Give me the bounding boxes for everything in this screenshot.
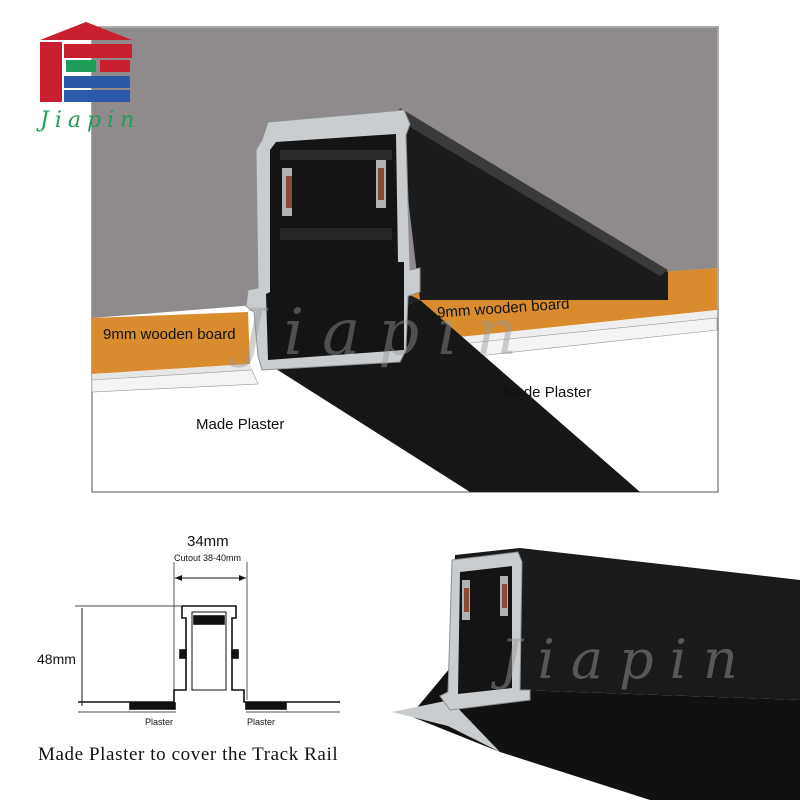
plaster-left-label: Made Plaster [196, 416, 285, 433]
height-label: 48mm [37, 651, 76, 667]
logo-icon [40, 22, 132, 102]
top-panel [91, 26, 719, 493]
board-left-label: 9mm wooden board [103, 326, 236, 343]
watermark-bottom: Jiapin [500, 628, 754, 691]
cutout-label: Cutout 38-40mm [174, 553, 242, 563]
plaster-right-label: Made Plaster [503, 384, 592, 401]
width-label: 34mm [187, 533, 229, 550]
track-rail-profile-icon [75, 562, 340, 713]
plaster-right-diagram-label: Plaster [247, 717, 276, 727]
watermark-top: Jiapin [240, 296, 535, 370]
wooden-board-left [92, 312, 250, 374]
logo-text: Jiapin [40, 108, 141, 133]
plaster-left-diagram-label: Plaster [145, 717, 174, 727]
caption: Made Plaster to cover the Track Rail [38, 744, 339, 765]
rail-3d-render [392, 548, 800, 800]
